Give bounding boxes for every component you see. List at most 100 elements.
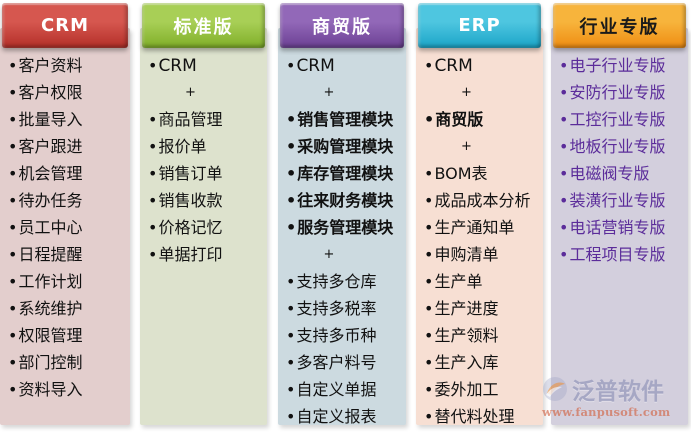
plus-separator: + bbox=[286, 241, 398, 268]
edition-header-erp[interactable]: ERP bbox=[418, 3, 541, 48]
feature-item: •工作计划 bbox=[8, 268, 122, 295]
feature-item: •多客户料号 bbox=[286, 349, 398, 376]
feature-item-label: 支持多仓库 bbox=[296, 272, 377, 291]
feature-item: •日程提醒 bbox=[8, 241, 122, 268]
feature-item: •申购清单 bbox=[424, 241, 535, 268]
bullet-icon: • bbox=[424, 56, 434, 75]
edition-header-standard[interactable]: 标准版 bbox=[142, 3, 265, 48]
bullet-icon: • bbox=[286, 380, 296, 399]
bullet-icon: • bbox=[424, 407, 434, 426]
feature-item: •CRM bbox=[424, 52, 535, 79]
bullet-icon: • bbox=[559, 56, 569, 75]
feature-item: •自定义单据 bbox=[286, 376, 398, 403]
feature-item: •客户资料 bbox=[8, 52, 122, 79]
bullet-icon: • bbox=[8, 326, 18, 345]
feature-item: •CRM bbox=[148, 52, 259, 79]
bullet-icon: • bbox=[286, 164, 297, 183]
bullet-icon: • bbox=[8, 164, 18, 183]
feature-item: •自定义报表 bbox=[286, 403, 398, 430]
plus-separator: + bbox=[424, 79, 535, 106]
feature-item: •系统维护 bbox=[8, 295, 122, 322]
feature-item-label: 工作计划 bbox=[18, 272, 83, 291]
edition-panel-industry bbox=[551, 28, 688, 425]
feature-item: •委外加工 bbox=[424, 376, 535, 403]
bullet-icon: • bbox=[8, 110, 18, 129]
feature-item: •商贸版 bbox=[424, 106, 535, 133]
feature-item-label: CRM bbox=[296, 56, 335, 76]
feature-item: •电子行业专版 bbox=[559, 52, 680, 79]
feature-item-label: 生产通知单 bbox=[434, 218, 515, 237]
bullet-icon: • bbox=[148, 164, 158, 183]
feature-item-label: + bbox=[323, 85, 335, 100]
feature-item-label: + bbox=[323, 247, 335, 262]
bullet-icon: • bbox=[8, 299, 18, 318]
feature-item: •CRM bbox=[286, 52, 398, 79]
feature-item-label: 客户资料 bbox=[18, 56, 83, 75]
bullet-icon: • bbox=[148, 110, 158, 129]
bullet-icon: • bbox=[286, 326, 296, 345]
edition-column-erp: ERP•CRM+•商贸版+•BOM表•成品成本分析•生产通知单•申购清单•生产单… bbox=[416, 0, 543, 433]
feature-list-erp: •CRM+•商贸版+•BOM表•成品成本分析•生产通知单•申购清单•生产单•生产… bbox=[416, 52, 543, 430]
feature-item-label: 待办任务 bbox=[18, 191, 83, 210]
feature-item-label: CRM bbox=[158, 56, 197, 76]
feature-item-label: 库存管理模块 bbox=[297, 164, 394, 183]
feature-item: •价格记忆 bbox=[148, 214, 259, 241]
edition-header-trade[interactable]: 商贸版 bbox=[280, 3, 404, 48]
feature-item-label: 日程提醒 bbox=[18, 245, 83, 264]
feature-item-label: 机会管理 bbox=[18, 164, 83, 183]
feature-item-label: 销售收款 bbox=[158, 191, 223, 210]
plus-separator: + bbox=[286, 79, 398, 106]
feature-item: •商品管理 bbox=[148, 106, 259, 133]
edition-panel-crm bbox=[0, 28, 130, 425]
feature-item: •生产单 bbox=[424, 268, 535, 295]
feature-item: •地板行业专版 bbox=[559, 133, 680, 160]
feature-item: •待办任务 bbox=[8, 187, 122, 214]
bullet-icon: • bbox=[148, 218, 158, 237]
bullet-icon: • bbox=[424, 299, 434, 318]
feature-item-label: 地板行业专版 bbox=[569, 137, 666, 156]
bullet-icon: • bbox=[8, 137, 18, 156]
edition-header-crm[interactable]: CRM bbox=[2, 3, 128, 48]
bullet-icon: • bbox=[148, 191, 158, 210]
feature-item-label: 销售订单 bbox=[158, 164, 223, 183]
feature-item-label: 替代料处理 bbox=[434, 407, 515, 426]
feature-item-label: 员工中心 bbox=[18, 218, 83, 237]
feature-item-label: 商品管理 bbox=[158, 110, 223, 129]
edition-panel-erp bbox=[416, 28, 543, 425]
edition-header-industry[interactable]: 行业专版 bbox=[553, 3, 686, 48]
feature-item: •生产领料 bbox=[424, 322, 535, 349]
feature-list-industry: •电子行业专版•安防行业专版•工控行业专版•地板行业专版•电磁阀专版•装潢行业专… bbox=[551, 52, 688, 268]
feature-item-label: 部门控制 bbox=[18, 353, 83, 372]
feature-item: •安防行业专版 bbox=[559, 79, 680, 106]
feature-item-label: 委外加工 bbox=[434, 380, 499, 399]
bullet-icon: • bbox=[559, 218, 569, 237]
feature-item-label: 客户权限 bbox=[18, 83, 83, 102]
feature-item: •资料导入 bbox=[8, 376, 122, 403]
feature-item: •销售订单 bbox=[148, 160, 259, 187]
feature-item-label: 生产领料 bbox=[434, 326, 499, 345]
feature-item-label: 电话营销专版 bbox=[569, 218, 666, 237]
edition-title-trade: 商贸版 bbox=[312, 16, 372, 38]
feature-item: •替代料处理 bbox=[424, 403, 535, 430]
feature-item-label: 服务管理模块 bbox=[297, 218, 394, 237]
feature-item: •BOM表 bbox=[424, 160, 535, 187]
feature-item-label: 自定义报表 bbox=[296, 407, 377, 426]
feature-item: •销售收款 bbox=[148, 187, 259, 214]
bullet-icon: • bbox=[8, 191, 18, 210]
feature-item: •客户跟进 bbox=[8, 133, 122, 160]
feature-item-label: 权限管理 bbox=[18, 326, 83, 345]
feature-item-label: 往来财务模块 bbox=[297, 191, 394, 210]
bullet-icon: • bbox=[286, 137, 297, 156]
feature-item-label: 多客户料号 bbox=[296, 353, 377, 372]
plus-separator: + bbox=[424, 133, 535, 160]
feature-item-label: 商贸版 bbox=[435, 110, 484, 129]
feature-item: •部门控制 bbox=[8, 349, 122, 376]
bullet-icon: • bbox=[559, 164, 569, 183]
bullet-icon: • bbox=[8, 272, 18, 291]
feature-item: •电磁阀专版 bbox=[559, 160, 680, 187]
feature-item: •工程项目专版 bbox=[559, 241, 680, 268]
feature-item-label: 资料导入 bbox=[18, 380, 83, 399]
feature-item: •往来财务模块 bbox=[286, 187, 398, 214]
bullet-icon: • bbox=[559, 83, 569, 102]
